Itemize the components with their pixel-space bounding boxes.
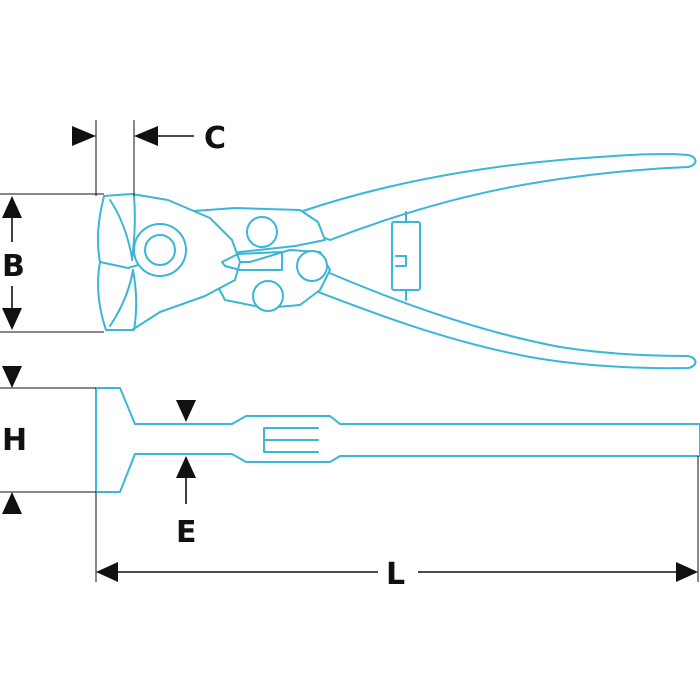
c-arrow-left bbox=[72, 126, 96, 146]
pliers-side-view bbox=[95, 387, 700, 493]
side-grip-slot bbox=[263, 427, 319, 453]
dimension-label-b: B bbox=[2, 249, 25, 284]
upper-jaw-edge bbox=[109, 199, 133, 259]
h-arrow-top bbox=[2, 366, 22, 388]
latch-notch bbox=[395, 255, 407, 267]
dimension-label-l: L bbox=[386, 557, 405, 592]
dimension-label-h: H bbox=[2, 423, 27, 458]
h-arrow-bottom bbox=[2, 492, 22, 514]
head-detail-line-lower bbox=[132, 269, 138, 331]
dimension-e: E bbox=[176, 400, 197, 550]
e-arrow-bottom bbox=[176, 456, 196, 478]
lower-handle bbox=[299, 267, 697, 370]
b-arrow-top bbox=[2, 196, 22, 218]
dimension-b: B bbox=[2, 196, 25, 330]
lower-jaw-edge bbox=[109, 269, 134, 327]
dimension-l: L bbox=[96, 557, 698, 592]
l-arrow-left bbox=[96, 562, 118, 582]
upper-handle bbox=[299, 152, 697, 241]
link-pivot-upper bbox=[246, 216, 278, 248]
dimension-label-e: E bbox=[176, 515, 197, 550]
dimension-label-c: C bbox=[204, 121, 226, 156]
link-pivot-mid bbox=[296, 250, 328, 282]
head-detail-line bbox=[131, 195, 136, 261]
l-arrow-right bbox=[676, 562, 698, 582]
extension-lines bbox=[0, 120, 699, 582]
b-arrow-bottom bbox=[2, 308, 22, 330]
side-profile bbox=[95, 387, 700, 493]
dimension-h: H bbox=[2, 366, 27, 514]
main-pivot-inner bbox=[144, 234, 176, 266]
link-slot bbox=[221, 251, 283, 271]
c-arrow-right bbox=[134, 126, 158, 146]
dimension-c: C bbox=[72, 121, 226, 156]
pliers-top-view bbox=[96, 152, 697, 370]
link-pivot-lower bbox=[252, 280, 284, 312]
e-arrow-top bbox=[176, 400, 196, 422]
